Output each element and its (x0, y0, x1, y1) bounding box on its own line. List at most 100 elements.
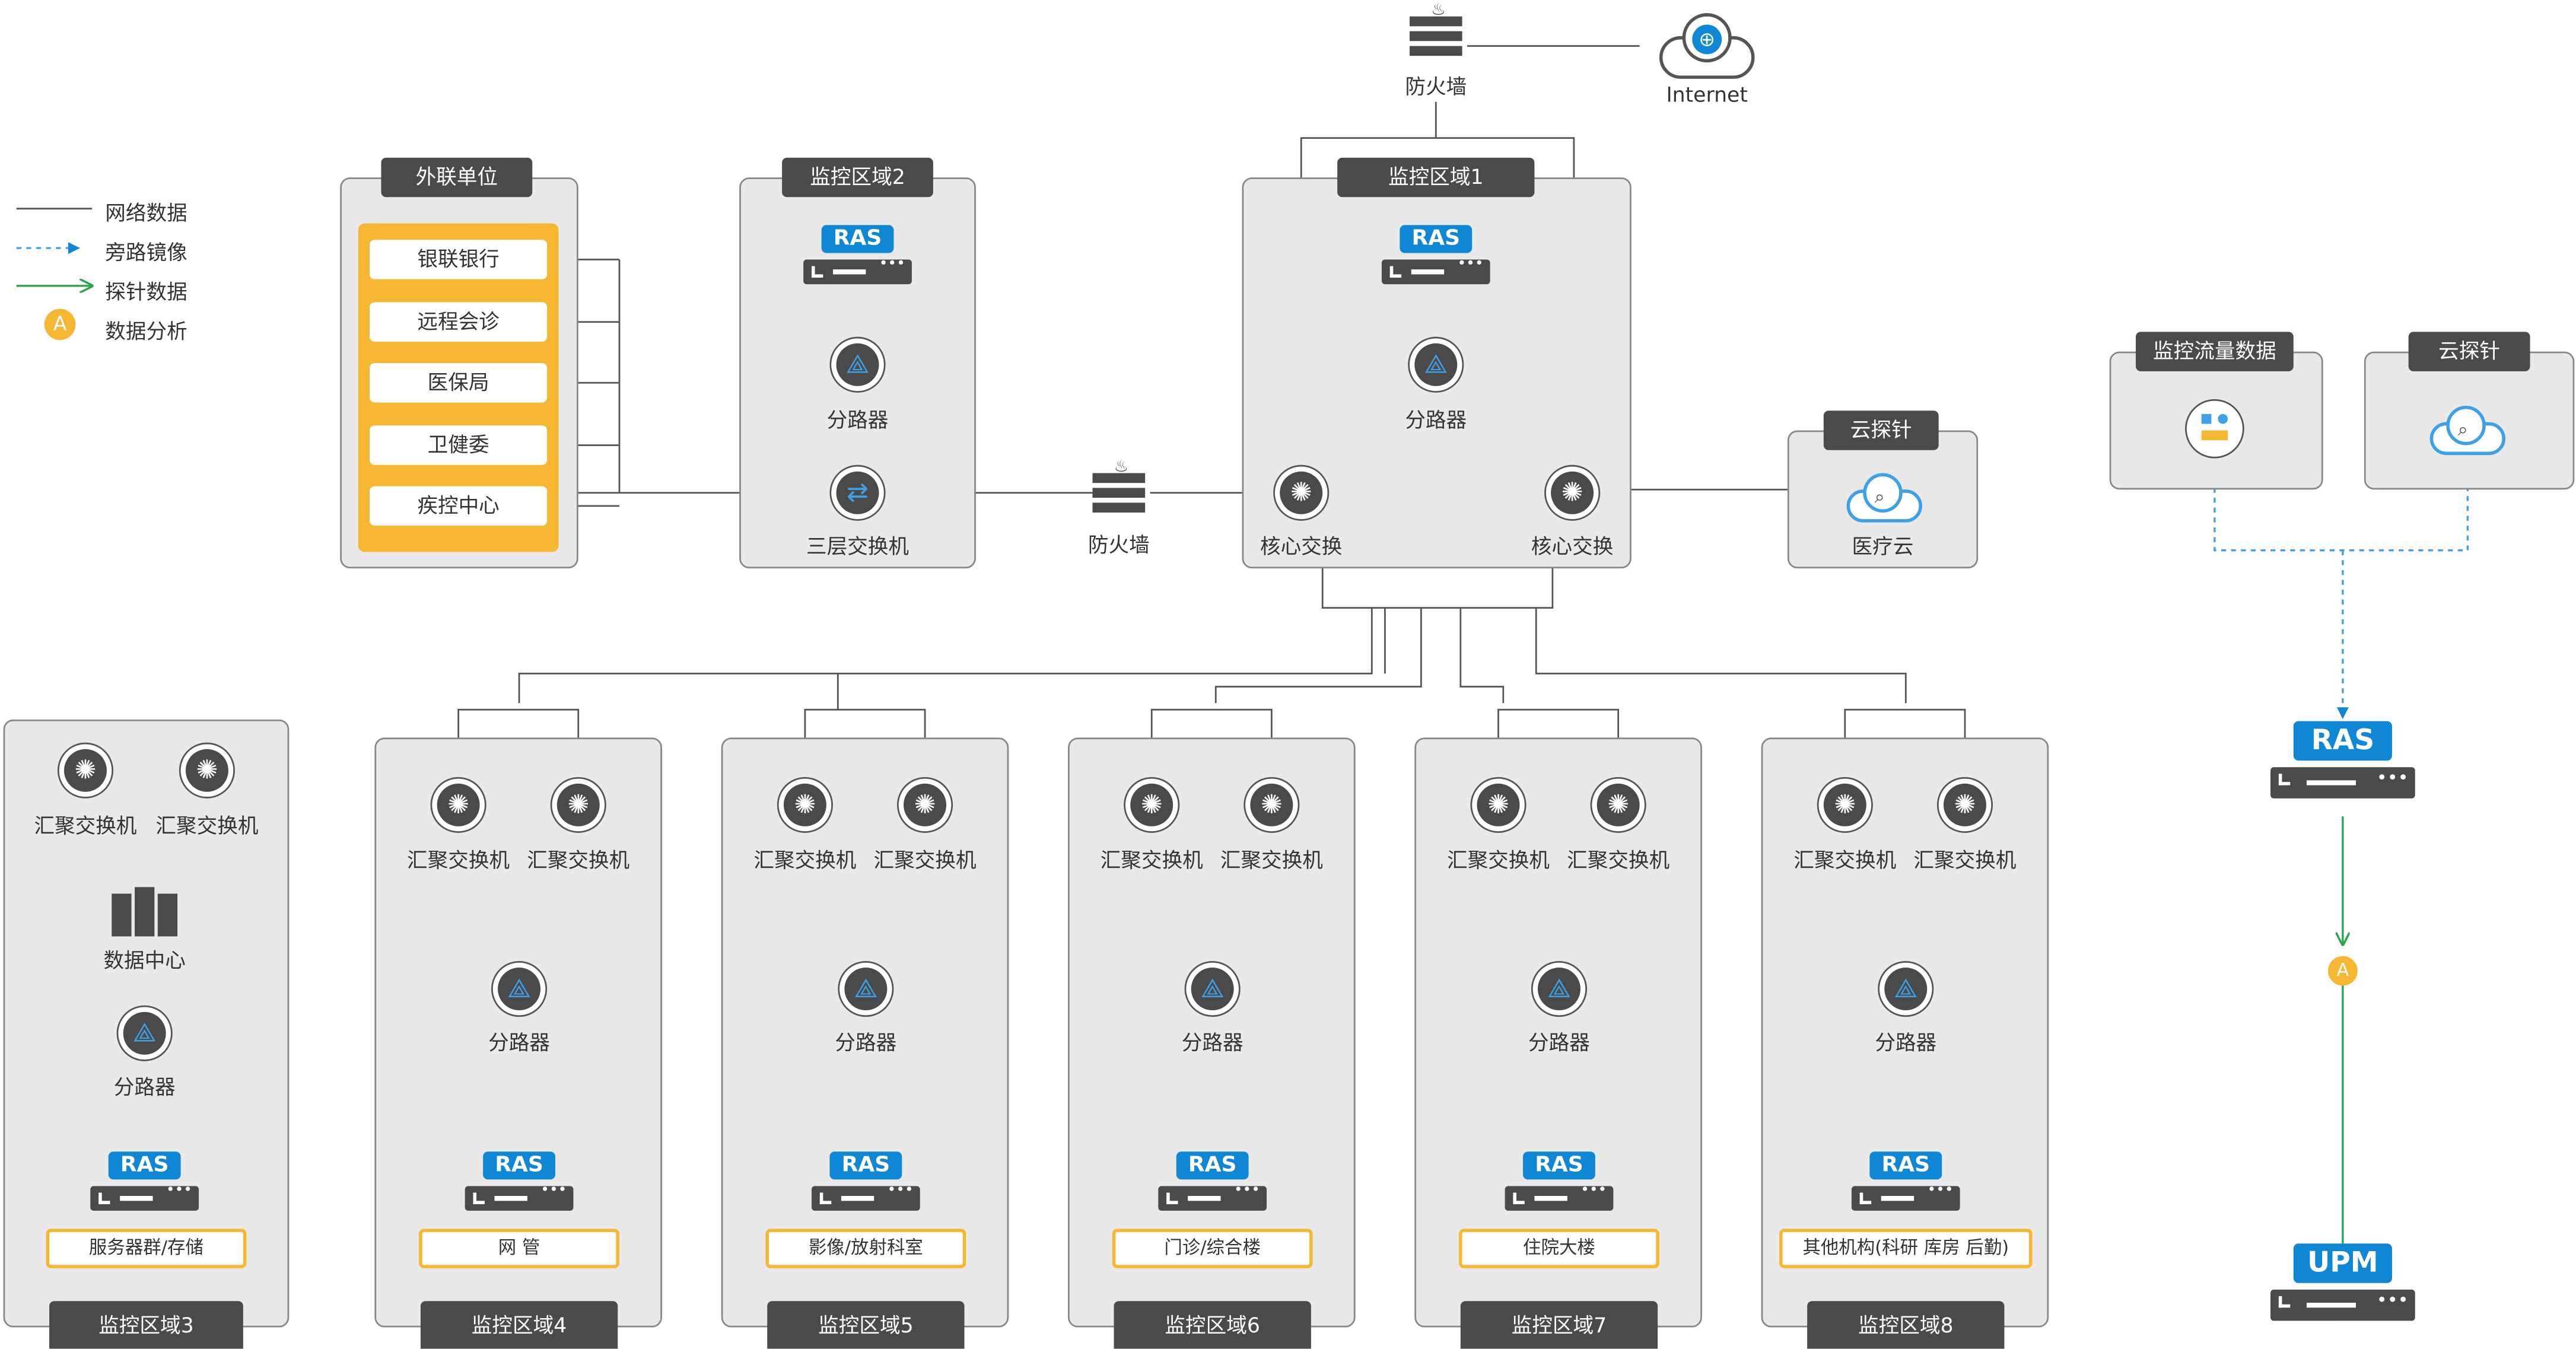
ras-device: RAS (1158, 1151, 1267, 1211)
splitter-icon: ⟁ (1531, 960, 1588, 1017)
ras-label: RAS (1869, 1151, 1942, 1180)
zone3-splitter-label: 分路器 (113, 1074, 176, 1099)
aggregation-switch-icon: ✺ (550, 777, 606, 833)
core-switch-right-label: 核心交换 (1531, 533, 1614, 559)
legend-mirror-label: 旁路镜像 (105, 240, 187, 265)
cloud-probe-title: 云探针 (1823, 411, 1939, 450)
aggregation-switch-left-label: 汇聚交换机 (1100, 847, 1203, 873)
aggregation-switch-left-label: 汇聚交换机 (1793, 847, 1897, 873)
firewall-middle-label: 防火墙 (1087, 532, 1150, 557)
ras-label: RAS (483, 1151, 555, 1180)
internet-cloud-icon: ⊕ (1659, 10, 1755, 79)
aggregation-switch-left-label: 汇聚交换机 (407, 847, 510, 873)
data-center-icon (112, 887, 178, 937)
location-box: 门诊/综合楼 (1112, 1229, 1313, 1268)
zone3-splitter-icon: ⟁ (116, 1005, 173, 1061)
external-unit-item: 医保局 (370, 362, 548, 403)
ras-label: RAS (2293, 721, 2392, 761)
splitter-icon: ⟁ (1184, 960, 1241, 1017)
layer3-switch-label: 三层交换机 (806, 533, 909, 559)
firewall-top-label: 防火墙 (1405, 74, 1467, 99)
legend-network-label: 网络数据 (105, 200, 187, 225)
zone-title: 监控区域6 (1114, 1301, 1311, 1349)
zone1-ras-device: RAS (1381, 225, 1490, 285)
ras-device-icon (2270, 767, 2415, 798)
traffic-data-icon (2185, 399, 2244, 459)
location-box: 影像/放射科室 (765, 1229, 966, 1268)
external-unit-item: 银联银行 (370, 240, 548, 279)
aggregation-switch-icon: ✺ (57, 742, 114, 798)
zone-title: 监控区域7 (1460, 1301, 1658, 1349)
external-unit-item: 远程会诊 (370, 302, 548, 342)
ras-device: RAS (811, 1151, 920, 1211)
splitter-label: 分路器 (1528, 1030, 1590, 1055)
zone2-title: 监控区域2 (782, 157, 933, 198)
external-unit-item: 疾控中心 (370, 486, 548, 526)
splitter-icon: ⟁ (1878, 960, 1934, 1017)
external-unit-item: 卫健委 (370, 425, 548, 465)
ras-device-icon (803, 256, 912, 285)
zone1-title: 监控区域1 (1337, 157, 1535, 198)
ras-device: RAS (1505, 1151, 1614, 1211)
zone2-splitter-label: 分路器 (826, 407, 889, 432)
zone-title: 监控区域4 (420, 1301, 618, 1349)
zone3-ras-device: RAS (90, 1151, 199, 1211)
aggregation-switch-icon: ✺ (1817, 777, 1873, 833)
aggregation-switch-icon: ✺ (1936, 777, 1993, 833)
legend-probe-label: 探针数据 (105, 279, 187, 304)
aggregation-switch-icon: ✺ (1124, 777, 1180, 833)
monitor-traffic-title: 监控流量数据 (2135, 332, 2294, 371)
zone-title: 监控区域5 (767, 1301, 965, 1349)
aggregation-switch-left-label: 汇聚交换机 (1446, 847, 1550, 873)
legend-analysis-label: 数据分析 (105, 319, 187, 343)
firewall-icon: ♨ (1409, 2, 1462, 56)
ras-device-icon (1851, 1183, 1960, 1211)
splitter-icon: ⟁ (491, 960, 548, 1017)
zone2-splitter-icon: ⟁ (829, 336, 886, 393)
splitter-label: 分路器 (1875, 1030, 1937, 1055)
ras-label: RAS (108, 1151, 181, 1180)
splitter-label: 分路器 (835, 1030, 897, 1055)
ras-device-icon (465, 1183, 574, 1211)
upm-device-icon (2270, 1289, 2415, 1321)
external-units-title: 外联单位 (381, 157, 533, 198)
upm-label: UPM (2293, 1243, 2392, 1283)
ras-device: RAS (465, 1151, 574, 1211)
zone1-splitter-label: 分路器 (1405, 407, 1467, 432)
ras-device-icon (1381, 256, 1490, 285)
aggregation-switch-icon: ✺ (777, 777, 833, 833)
zone1-splitter-icon: ⟁ (1408, 336, 1464, 393)
zone3-location-box: 服务器群/存储 (46, 1229, 247, 1268)
splitter-icon: ⟁ (838, 960, 894, 1017)
cloud-probe-right-title: 云探针 (2408, 332, 2530, 371)
aggregation-switch-icon: ✺ (1244, 777, 1300, 833)
zone3-agg-right-label: 汇聚交换机 (155, 813, 259, 838)
ras-device-icon (1158, 1183, 1267, 1211)
internet-label: Internet (1666, 82, 1748, 107)
firewall-icon: ♨ (1092, 459, 1146, 513)
cloud-probe-icon: ⌕ (1846, 470, 1922, 526)
aggregation-switch-icon: ✺ (1470, 777, 1526, 833)
aggregation-switch-icon: ✺ (896, 777, 953, 833)
core-switch-left-label: 核心交换 (1260, 533, 1343, 559)
zone3-agg-left-label: 汇聚交换机 (34, 813, 137, 838)
ras-label: RAS (1400, 225, 1473, 253)
data-center-label: 数据中心 (103, 947, 186, 973)
aggregation-switch-right-label: 汇聚交换机 (1567, 847, 1670, 873)
medical-cloud-label: 医疗云 (1852, 533, 1914, 559)
zone3-title: 监控区域3 (49, 1301, 243, 1349)
ras-label: RAS (1523, 1151, 1595, 1180)
core-switch-left-icon: ✺ (1273, 464, 1330, 521)
zone-title: 监控区域8 (1807, 1301, 2005, 1349)
cloud-probe-right-icon: ⌕ (2429, 404, 2506, 457)
ras-label: RAS (821, 225, 894, 253)
location-box: 网 管 (419, 1229, 619, 1268)
ras-label: RAS (1176, 1151, 1249, 1180)
ras-device: RAS (1851, 1151, 1960, 1211)
ras-device-icon (811, 1183, 920, 1211)
aggregation-switch-icon: ✺ (1590, 777, 1646, 833)
aggregation-switch-right-label: 汇聚交换机 (873, 847, 977, 873)
zone2-ras-device: RAS (803, 225, 912, 285)
layer3-switch-icon: ⇄ (829, 464, 886, 521)
